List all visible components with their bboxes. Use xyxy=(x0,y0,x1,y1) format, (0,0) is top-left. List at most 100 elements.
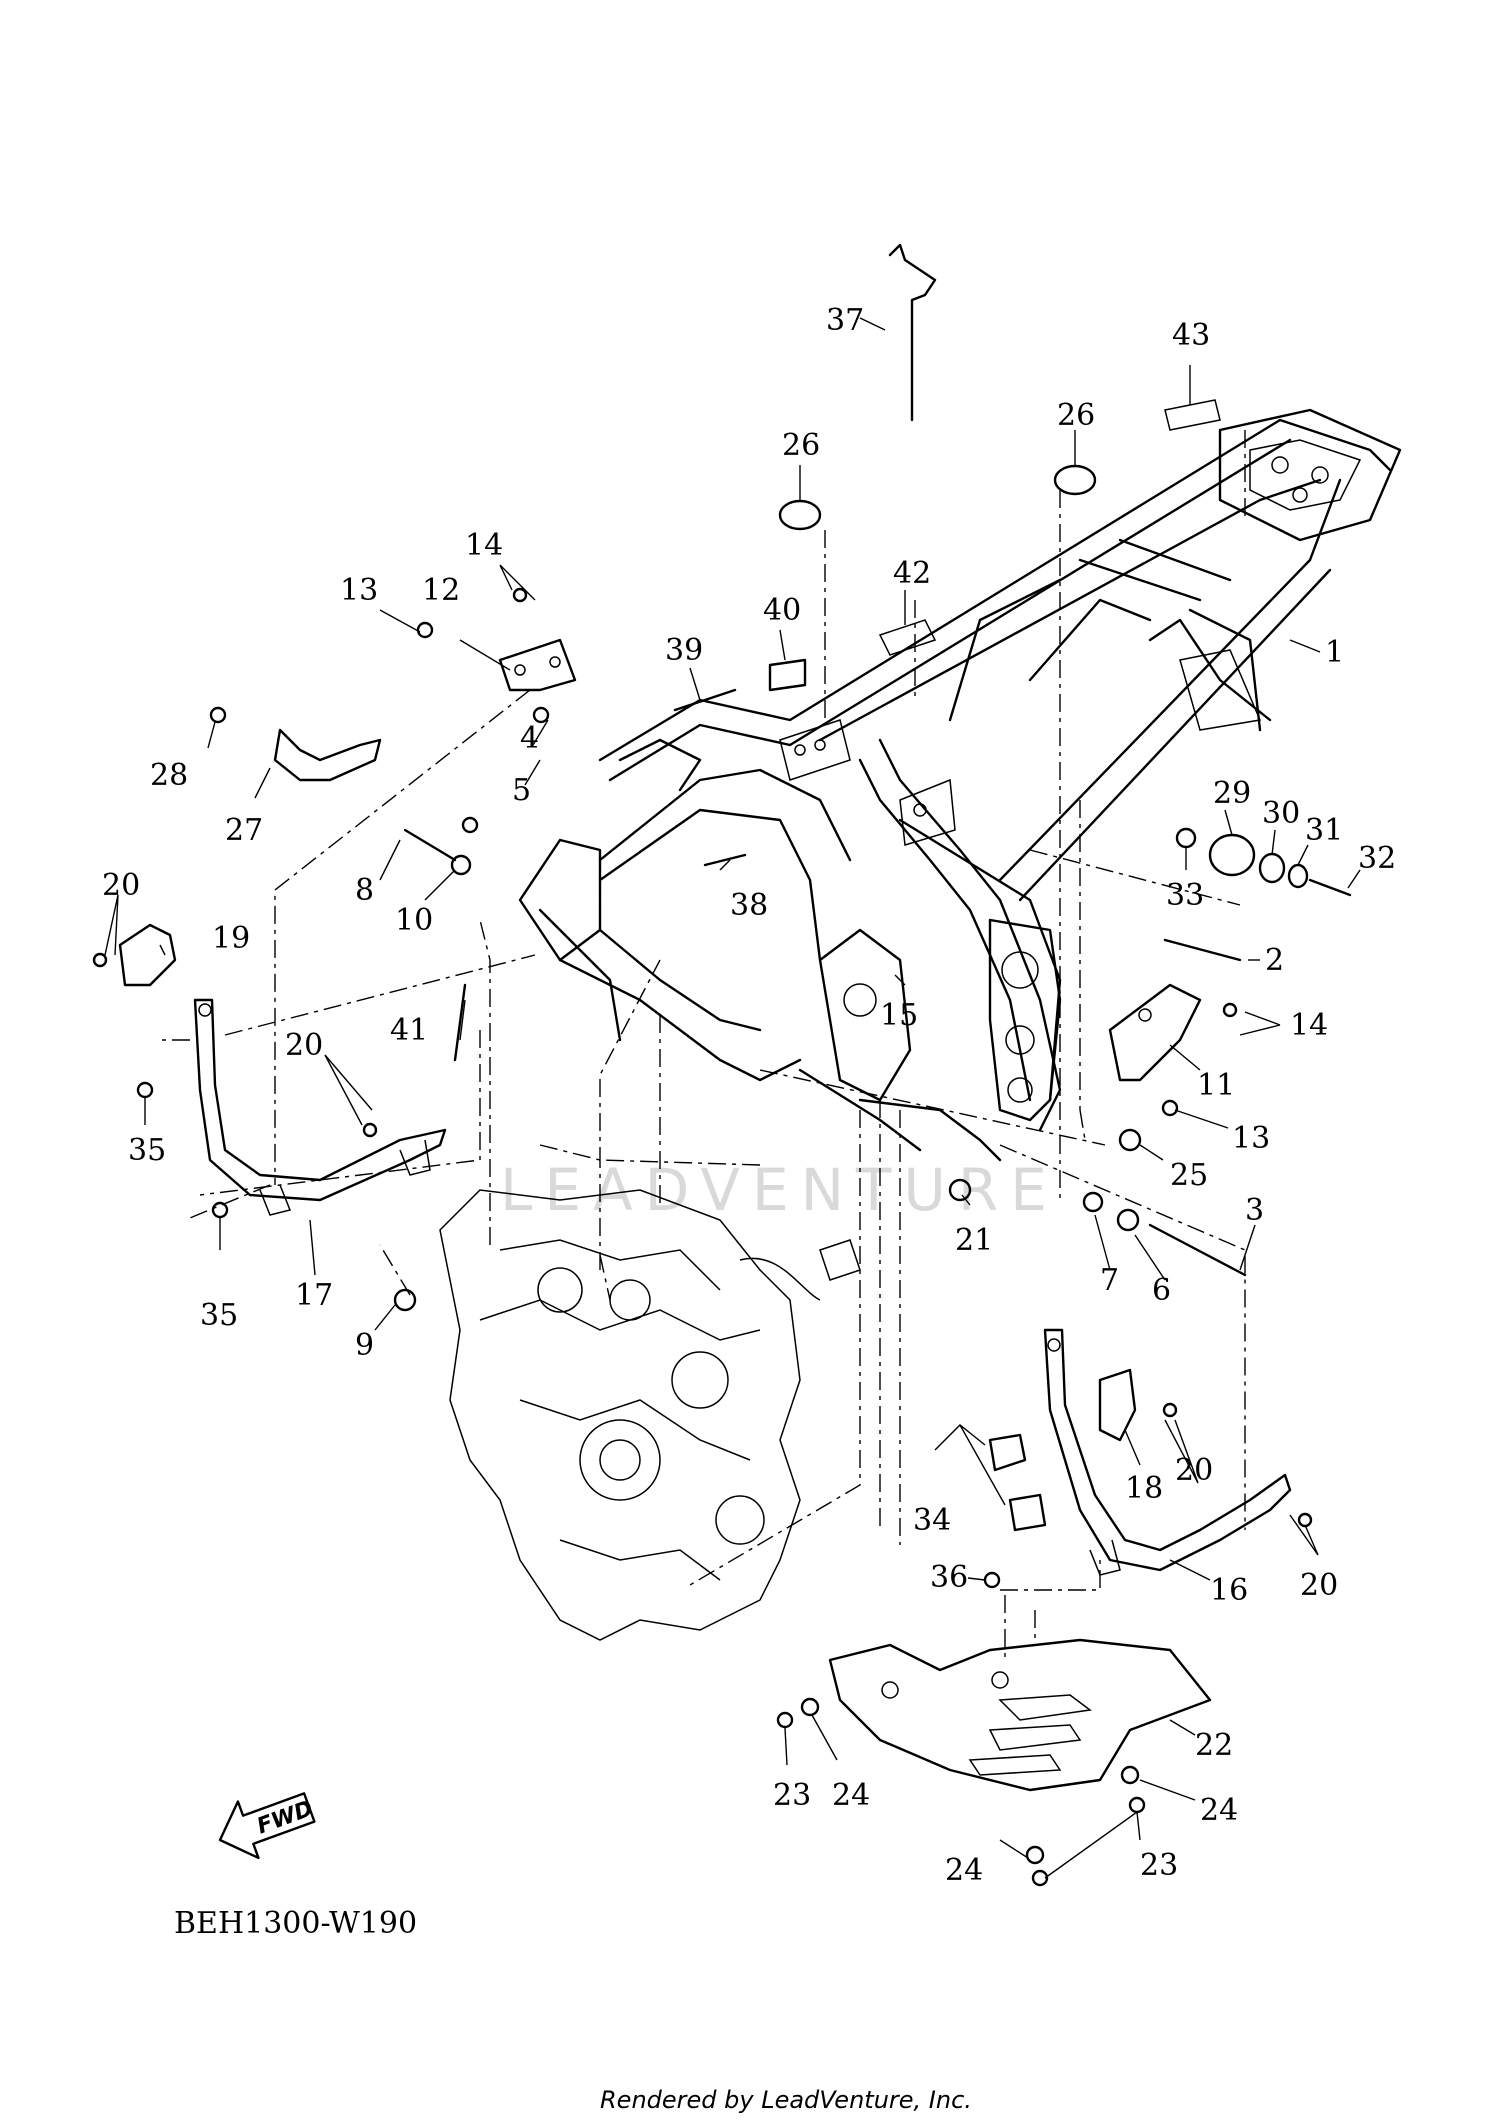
callout-10: 10 xyxy=(395,903,433,938)
callout-24a: 24 xyxy=(832,1778,870,1813)
rod-39 xyxy=(673,688,737,712)
assembly-lines xyxy=(160,430,1246,1660)
clamp-34b xyxy=(1008,1493,1047,1532)
callout-27: 27 xyxy=(225,813,263,848)
damper-40 xyxy=(768,658,807,692)
bolt-20b xyxy=(362,1122,378,1138)
part-number: BEH1300-W190 xyxy=(174,1906,417,1941)
callout-20d: 20 xyxy=(1300,1568,1338,1603)
cable-tie-37 xyxy=(888,243,937,422)
front-crash-bar-17 xyxy=(193,998,447,1216)
nut-9 xyxy=(393,1288,417,1312)
callout-5: 5 xyxy=(512,773,531,808)
washer-24b xyxy=(1120,1765,1140,1785)
bolt-20c xyxy=(1162,1402,1178,1418)
callout-20c: 20 xyxy=(1175,1453,1213,1488)
callout-14a: 14 xyxy=(465,528,503,563)
bolt-8 xyxy=(403,828,457,862)
bolt-13a xyxy=(416,621,434,639)
callout-26a: 26 xyxy=(782,428,820,463)
callout-2: 2 xyxy=(1265,943,1284,978)
washer-24a xyxy=(800,1697,820,1717)
skid-plate-22 xyxy=(828,1638,1212,1792)
collar-25 xyxy=(1118,1128,1142,1152)
leader-lines xyxy=(104,317,1361,1879)
callout-42: 42 xyxy=(893,556,931,591)
rod-41 xyxy=(453,983,467,1062)
engine-outline xyxy=(439,1189,861,1641)
callout-17: 17 xyxy=(295,1278,333,1313)
callout-labels: 1 2 3 4 5 6 7 8 9 10 11 12 13 13 14 14 1… xyxy=(102,303,1396,1888)
bolt-23a xyxy=(776,1711,794,1729)
grommet-26a xyxy=(778,499,822,531)
bracket-18 xyxy=(1098,1368,1137,1442)
callout-36: 36 xyxy=(930,1560,968,1595)
callout-19: 19 xyxy=(212,921,250,956)
collar-30 xyxy=(1258,852,1286,884)
callout-26b: 26 xyxy=(1057,398,1095,433)
callout-24c: 24 xyxy=(945,1853,983,1888)
callout-25: 25 xyxy=(1170,1158,1208,1193)
callout-35a: 35 xyxy=(128,1133,166,1168)
callout-6: 6 xyxy=(1152,1273,1171,1308)
callout-31: 31 xyxy=(1305,813,1343,848)
collar-31 xyxy=(1287,863,1309,889)
label-43 xyxy=(1164,399,1221,431)
callout-38: 38 xyxy=(730,888,768,923)
bolt-2 xyxy=(1163,938,1242,962)
rod-38 xyxy=(703,853,747,867)
label-42 xyxy=(878,619,937,656)
callout-7: 7 xyxy=(1100,1263,1119,1298)
bolt-3 xyxy=(1148,1223,1247,1277)
callout-32: 32 xyxy=(1358,841,1396,876)
callout-41: 41 xyxy=(390,1013,428,1048)
nut-36 xyxy=(983,1571,1001,1589)
callout-13a: 13 xyxy=(340,573,378,608)
rear-crash-bar-16 xyxy=(1043,1328,1292,1576)
render-credit: Rendered by LeadVenture, Inc. xyxy=(600,2086,972,2114)
callout-23a: 23 xyxy=(773,1778,811,1813)
callout-4: 4 xyxy=(520,721,539,756)
callout-40: 40 xyxy=(763,593,801,628)
callout-1: 1 xyxy=(1325,635,1344,670)
callout-11: 11 xyxy=(1197,1068,1235,1103)
callout-16: 16 xyxy=(1210,1573,1248,1608)
callout-35b: 35 xyxy=(200,1298,238,1333)
washer-24c xyxy=(1025,1845,1045,1865)
nut-35a xyxy=(136,1081,154,1099)
washer-10 xyxy=(450,854,472,876)
bolt-20d xyxy=(1297,1512,1313,1528)
callout-12: 12 xyxy=(422,573,460,608)
washer-5 xyxy=(461,816,479,834)
nut-35b xyxy=(211,1201,229,1219)
bolt-20a xyxy=(92,952,108,968)
callout-15: 15 xyxy=(880,998,918,1033)
bolt-14b xyxy=(1222,1002,1238,1018)
bolt-13b xyxy=(1161,1099,1179,1117)
grommet-26b xyxy=(1053,464,1097,496)
washer-7 xyxy=(1082,1191,1104,1213)
callout-34: 34 xyxy=(913,1503,951,1538)
callout-13b: 13 xyxy=(1232,1121,1270,1156)
nut-21 xyxy=(948,1178,972,1202)
bolt-32 xyxy=(1308,878,1352,897)
callout-9: 9 xyxy=(355,1328,374,1363)
fwd-arrow-icon: FWD xyxy=(218,1792,316,1860)
bracket-12 xyxy=(498,638,577,692)
callout-28: 28 xyxy=(150,758,188,793)
callout-14b: 14 xyxy=(1290,1008,1328,1043)
bracket-27 xyxy=(273,728,382,782)
callout-24b: 24 xyxy=(1200,1793,1238,1828)
bracket-11 xyxy=(1108,983,1202,1082)
nut-33 xyxy=(1175,827,1197,849)
callout-20a: 20 xyxy=(102,868,140,903)
main-frame xyxy=(518,408,1402,1162)
clamp-34a xyxy=(988,1433,1027,1472)
washer-4 xyxy=(532,706,550,724)
callout-30: 30 xyxy=(1262,796,1300,831)
callout-43: 43 xyxy=(1172,318,1210,353)
watermark: LEADVENTURE xyxy=(500,1156,1059,1224)
callout-21: 21 xyxy=(955,1223,993,1258)
callout-20b: 20 xyxy=(285,1028,323,1063)
